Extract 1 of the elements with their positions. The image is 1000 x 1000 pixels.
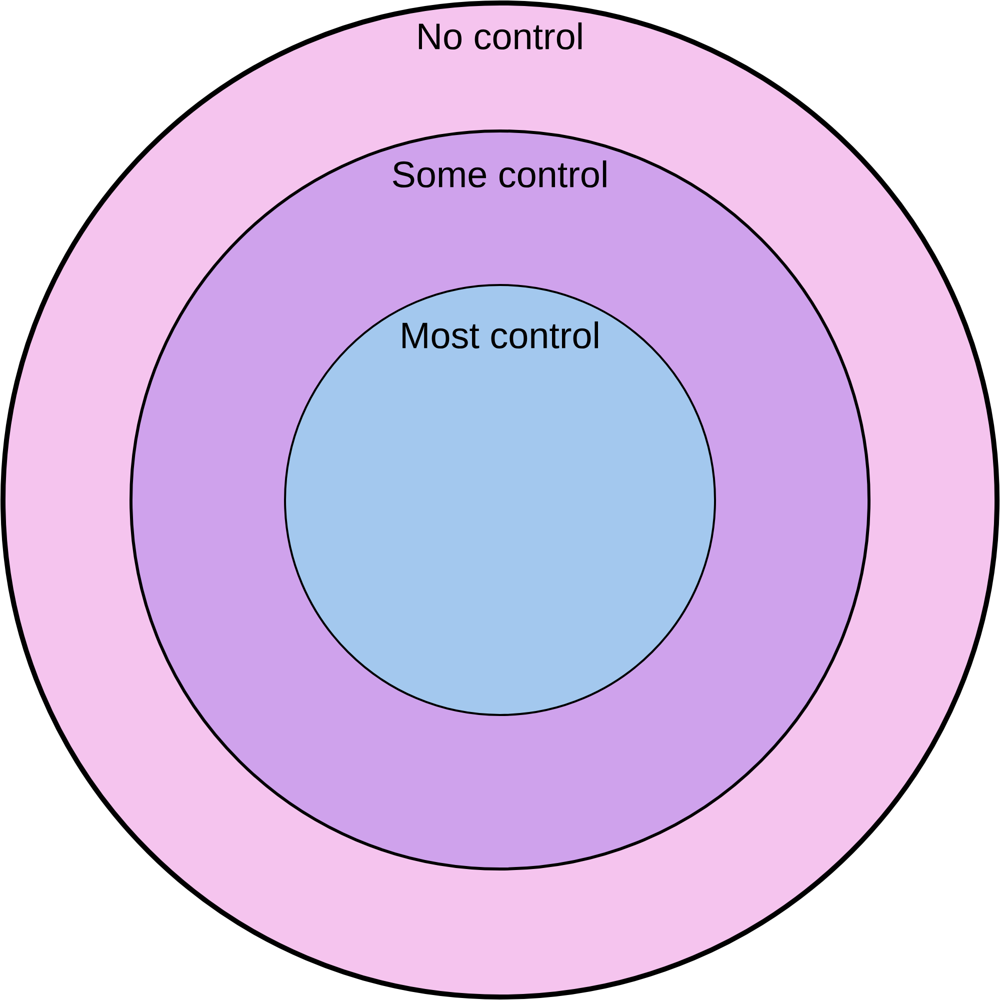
ring-area: Most control	[284, 284, 716, 716]
